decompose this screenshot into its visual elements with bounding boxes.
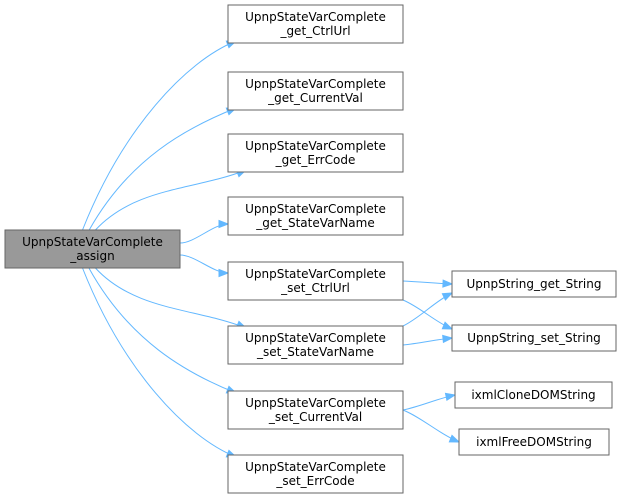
node-label-line: _get_ErrCode — [275, 153, 356, 167]
edge-assign-to-get-ErrCode — [95, 169, 247, 231]
node-box — [227, 454, 404, 494]
node-label-line: _get_CtrlUrl — [279, 24, 350, 38]
node-get-StateVarName[interactable]: UpnpStateVarComplete_get_StateVarName — [227, 196, 404, 236]
nodes-layer: UpnpStateVarComplete_assignUpnpStateVarC… — [4, 4, 617, 494]
node-label-line: UpnpStateVarComplete — [245, 202, 386, 216]
node-box — [227, 325, 404, 365]
node-label-line: UpnpStateVarComplete — [245, 77, 386, 91]
node-label-line: UpnpStateVarComplete — [245, 396, 386, 410]
node-get-CurrentVal[interactable]: UpnpStateVarComplete_get_CurrentVal — [227, 71, 404, 111]
edge-assign-to-get-CurrentVal — [88, 107, 237, 231]
node-label-line: UpnpStateVarComplete — [245, 460, 386, 474]
node-label-line: UpnpStateVarComplete — [245, 10, 386, 24]
node-ixmlFree[interactable]: ixmlFreeDOMString — [458, 428, 610, 456]
node-box — [227, 261, 404, 301]
edge-arrowhead — [448, 434, 461, 443]
node-label-line: UpnpStateVarComplete — [245, 267, 386, 281]
node-label-line: UpnpStateVarComplete — [22, 235, 163, 249]
node-label-line: UpnpStateVarComplete — [245, 331, 386, 345]
node-String-set[interactable]: UpnpString_set_String — [451, 324, 617, 352]
node-label-line: ixmlCloneDOMString — [471, 388, 595, 402]
node-root-assign[interactable]: UpnpStateVarComplete_assign — [4, 229, 181, 269]
edge-arrowhead — [444, 392, 457, 402]
node-set-CurrentVal[interactable]: UpnpStateVarComplete_set_CurrentVal — [227, 390, 404, 430]
node-set-ErrCode[interactable]: UpnpStateVarComplete_set_ErrCode — [227, 454, 404, 494]
node-box — [454, 381, 613, 409]
node-String-get[interactable]: UpnpString_get_String — [451, 270, 617, 298]
node-box — [227, 133, 404, 173]
edge-assign-to-set-CurrentVal — [88, 267, 237, 394]
node-label-line: UpnpStateVarComplete — [245, 139, 386, 153]
node-label-line: ixmlFreeDOMString — [476, 435, 592, 449]
edge-arrowhead — [441, 321, 454, 330]
node-label-line: _set_CtrlUrl — [280, 281, 350, 295]
node-get-ErrCode[interactable]: UpnpStateVarComplete_get_ErrCode — [227, 133, 404, 173]
node-box — [451, 270, 617, 298]
edge-arrowhead — [442, 279, 454, 288]
edge-set-CurrentVal-to-ixmlFree — [402, 409, 460, 443]
node-box — [451, 324, 617, 352]
node-label-line: _set_CurrentVal — [268, 410, 362, 424]
node-label-line: _assign — [69, 249, 114, 263]
node-box — [227, 4, 404, 44]
edge-arrowhead — [218, 219, 230, 229]
node-label-line: UpnpString_set_String — [467, 331, 601, 345]
node-label-line: _get_StateVarName — [255, 216, 374, 230]
node-label-line: _set_StateVarName — [256, 345, 374, 359]
node-get-CtrlUrl[interactable]: UpnpStateVarComplete_get_CtrlUrl — [227, 4, 404, 44]
node-ixmlClone[interactable]: ixmlCloneDOMString — [454, 381, 613, 409]
edge-arrowhead — [218, 268, 230, 278]
node-label-line: UpnpString_get_String — [467, 277, 602, 291]
node-label-line: _get_CurrentVal — [267, 91, 363, 105]
node-box — [227, 390, 404, 430]
node-box — [227, 196, 404, 236]
edge-arrowhead — [441, 292, 454, 301]
node-set-CtrlUrl[interactable]: UpnpStateVarComplete_set_CtrlUrl — [227, 261, 404, 301]
edge-arrowhead — [442, 334, 454, 344]
edge-assign-to-get-CtrlUrl — [82, 40, 237, 231]
node-box — [227, 71, 404, 111]
edge-assign-to-set-ErrCode — [82, 267, 237, 458]
node-box — [458, 428, 610, 456]
edge-assign-to-set-StateVarName — [95, 267, 247, 329]
node-label-line: _set_ErrCode — [275, 474, 354, 488]
node-set-StateVarName[interactable]: UpnpStateVarComplete_set_StateVarName — [227, 325, 404, 365]
node-box — [4, 229, 181, 269]
